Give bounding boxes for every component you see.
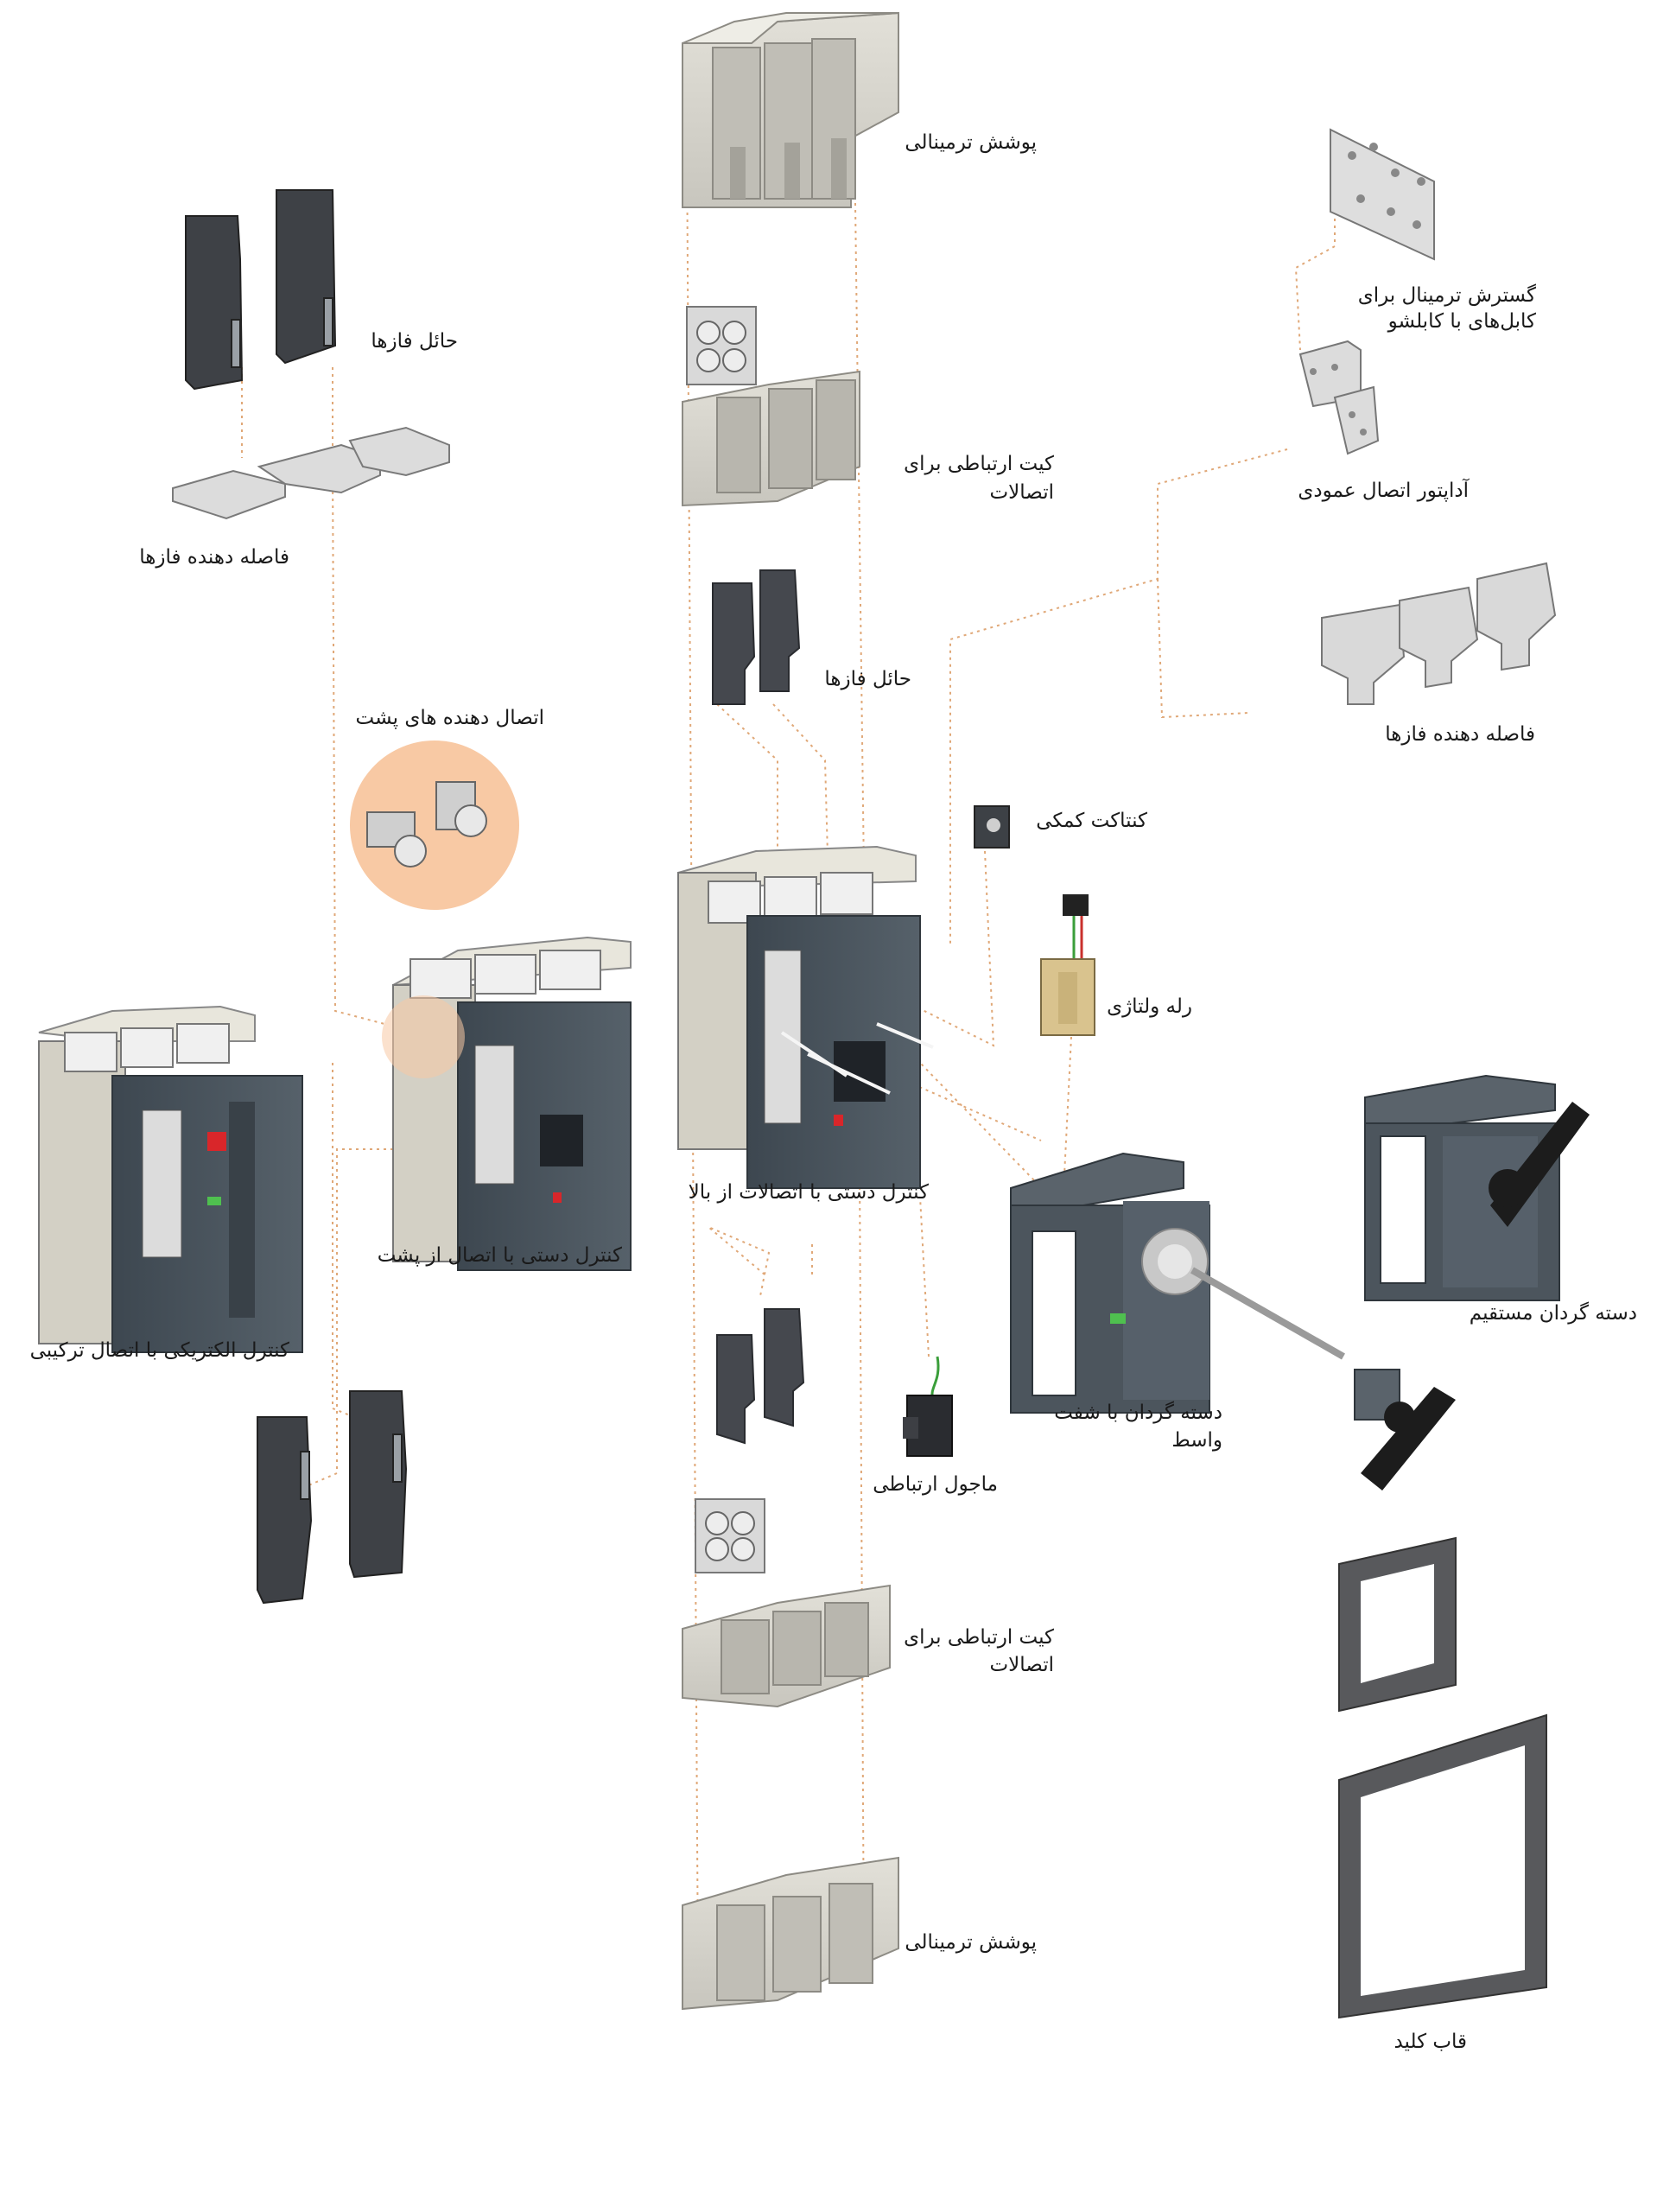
label-terminal-ext-2: کابل‌های با کابلشو — [1387, 310, 1536, 333]
label-phase-spacer-left: فاصله دهنده فازها — [139, 546, 289, 569]
phase-barriers-lower — [716, 1308, 805, 1445]
label-ext-handle-2: واسط — [1171, 1429, 1222, 1452]
label-terminal-cover-bottom: پوشش ترمینالی — [905, 1931, 1037, 1954]
label-phase-spacer-right: فاصله دهنده فازها — [1385, 723, 1535, 746]
label-key-frame: قاب کلید — [1393, 2031, 1467, 2053]
label-terminal-cover-top: پوشش ترمینالی — [905, 131, 1037, 154]
leader-lines — [241, 129, 1336, 1980]
label-phase-barrier-center: حائل فازها — [824, 668, 911, 690]
phase-spacers-right — [1321, 562, 1557, 705]
label-voltage-relay: رله ولتاژی — [1107, 995, 1192, 1018]
label-phase-barrier-left: حائل فازها — [371, 330, 458, 353]
voltage-relay — [1040, 894, 1095, 1036]
terminal-cover-bottom — [682, 1856, 899, 2011]
phase-barriers-center — [712, 569, 801, 705]
connection-kit-top — [682, 306, 860, 507]
label-manual-rear: کنترل دستی با اتصال از پشت — [377, 1244, 622, 1267]
label-kit-top-1: کیت ارتباطی برای — [904, 453, 1054, 475]
vertical-adapter — [1298, 340, 1380, 455]
label-aux-contact: کنتاکت کمکی — [1036, 810, 1147, 832]
terminal-extension — [1330, 128, 1435, 261]
rear-connectors — [350, 741, 519, 910]
key-frame-large — [1338, 1713, 1547, 2019]
label-electrical-combo: کنترل الکتریکی با اتصال ترکیبی — [29, 1339, 289, 1362]
label-kit-top-2: اتصالات — [989, 481, 1054, 504]
key-frame-small — [1338, 1536, 1457, 1713]
breaker-top-connection — [677, 845, 934, 1189]
extended-shaft-handle — [1010, 1152, 1345, 1414]
phase-barriers-left — [185, 189, 337, 391]
label-kit-bottom-1: کیت ارتباطی برای — [904, 1626, 1054, 1649]
auxiliary-contact — [974, 805, 1010, 849]
label-vertical-adapter: آداپتور اتصال عمودی — [1298, 480, 1469, 502]
label-ext-handle-1: دسته گردان با شفت — [1054, 1402, 1222, 1424]
breaker-rear-connection — [382, 936, 632, 1271]
breaker-electrical-combo — [38, 1005, 303, 1353]
label-kit-bottom-2: اتصالات — [989, 1654, 1054, 1676]
terminal-cover-top — [682, 11, 899, 208]
phase-spacers-left — [172, 426, 450, 520]
rotary-handle-small — [1354, 1369, 1456, 1491]
label-terminal-ext-1: گسترش ترمینال برای — [1357, 284, 1536, 307]
phase-barriers-bottom-left — [257, 1390, 408, 1605]
label-direct-handle: دسته گردان مستقیم — [1469, 1302, 1637, 1325]
label-comm-module: ماجول ارتباطی — [873, 1473, 998, 1496]
direct-rotary-handle — [1364, 1074, 1590, 1301]
label-rear-connectors: اتصال دهنده های پشت — [355, 707, 544, 729]
communication-module — [903, 1356, 953, 1457]
connection-kit-bottom — [682, 1498, 891, 1708]
label-manual-front: کنترل دستی با اتصالات از بالا — [688, 1181, 929, 1204]
